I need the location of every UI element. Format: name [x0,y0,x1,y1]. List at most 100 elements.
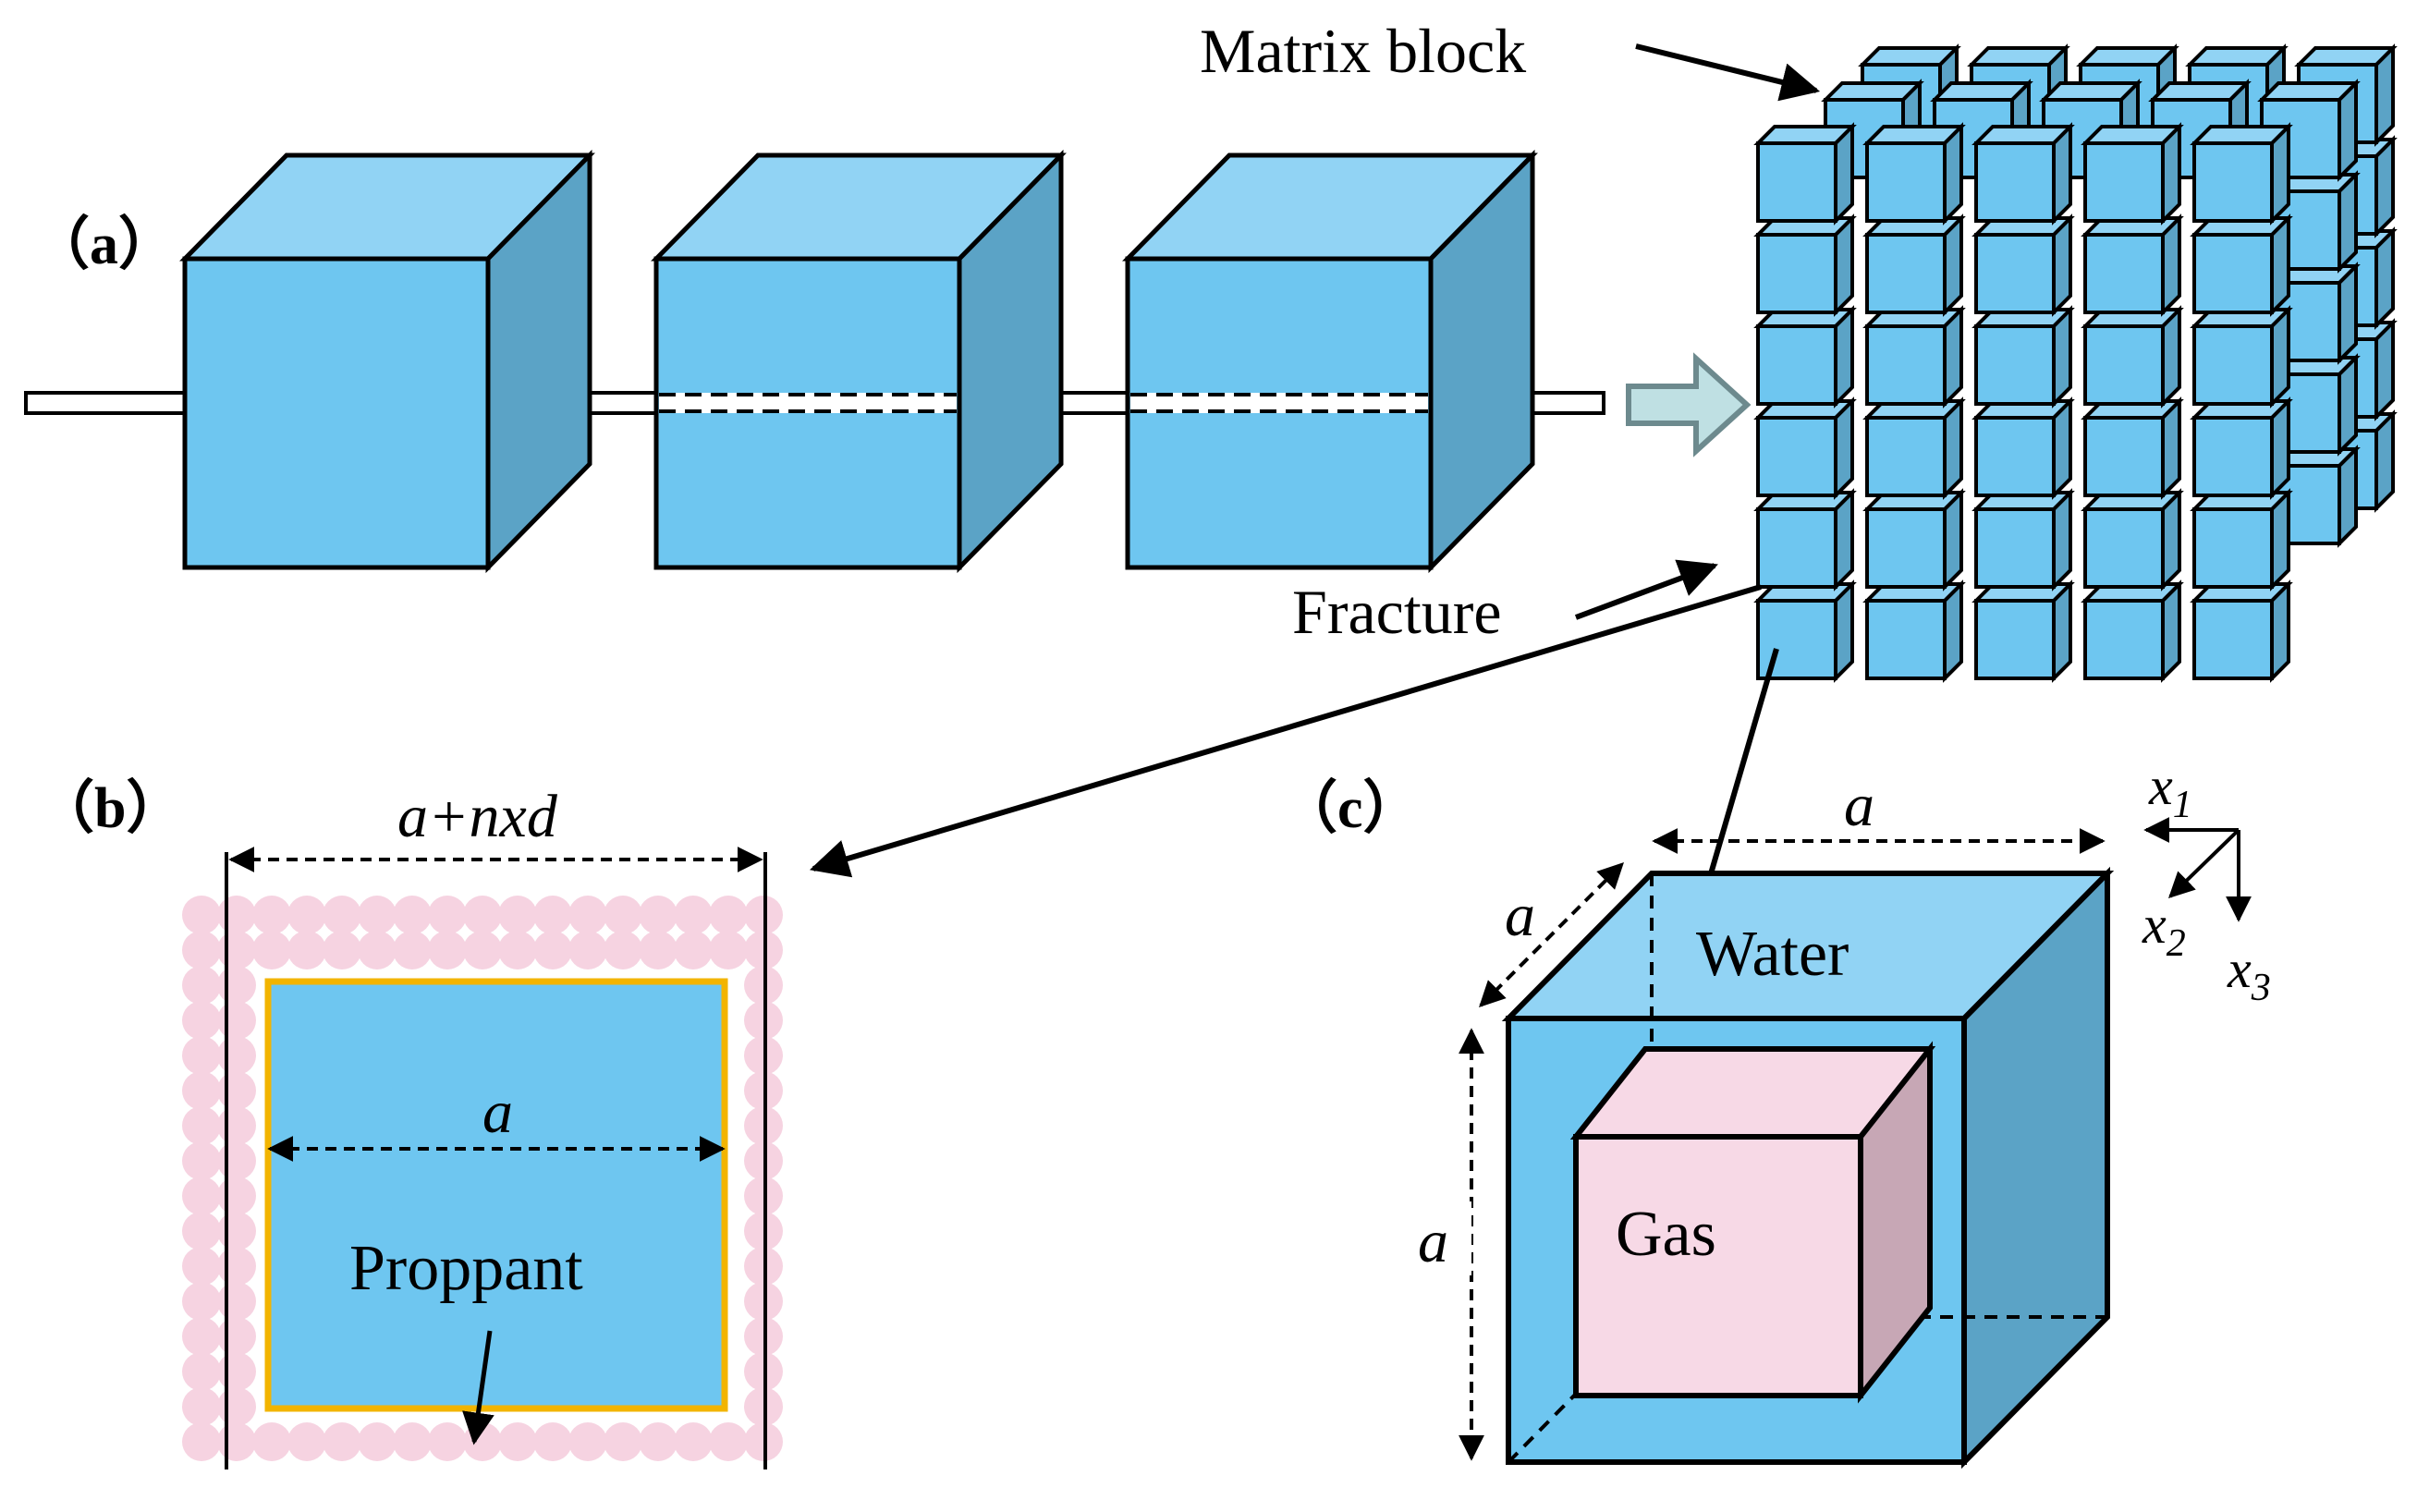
fracture-label: Fracture [1292,577,1502,647]
panel-c-label: （c） [1280,775,1421,840]
matrix-block-arrow [1635,43,1821,102]
proppant-arrow [462,1330,494,1445]
matrix-cube-l2-r2-c4 [2190,305,2293,408]
matrix-cube-l2-r1-c2 [1971,213,2075,317]
proppant-particle [217,1071,256,1110]
proppant-particle [533,931,572,969]
panel-c: （c） Water Gas a a a [1280,756,2271,1469]
proppant-particle [639,931,677,969]
proppant-particle [568,931,607,969]
proppant-particle [323,896,361,934]
proppant-particle [217,1387,256,1426]
gas-label: Gas [1616,1199,1716,1270]
coordinate-axes: x1 x2 x3 [2142,756,2271,1009]
fracture-gap-3 [1130,393,1428,413]
matrix-cube-l2-r0-c1 [1862,122,1966,226]
proppant-particle [182,1317,221,1356]
matrix-cube-l2-r0-c4 [2190,122,2293,226]
proppant-particle [358,896,397,934]
proppant-particle [639,896,677,934]
axis-x2-label: x2 [2142,895,2186,965]
matrix-cube-l2-r5-c1 [1862,579,1966,683]
proppant-label: Proppant [349,1233,583,1304]
matrix-cube-l2-r3-c1 [1862,396,1966,500]
proppant-particle [709,931,748,969]
proppant-particle [428,896,467,934]
proppant-particle [217,896,256,934]
proppant-particle [604,931,642,969]
proppant-particle [568,896,607,934]
matrix-cube-l2-r4-c3 [2081,488,2184,591]
proppant-particle [217,1422,256,1461]
matrix-cube-l2-r2-c2 [1971,305,2075,408]
proppant-particle [323,931,361,969]
matrix-cube-l2-r5-c3 [2081,579,2184,683]
proppant-particle [252,931,291,969]
matrix-cube-l2-r1-c0 [1753,213,1857,317]
proppant-particle [393,1422,432,1461]
proppant-particle [217,1036,256,1075]
proppant-particle [498,931,537,969]
dimension-depth-label: a [1505,882,1535,949]
matrix-cube-l2-r4-c2 [1971,488,2075,591]
matrix-cube-l2-r3-c0 [1753,396,1857,500]
panel-a: （a） [24,16,2398,920]
dimension-top-label: a [1844,772,1874,839]
proppant-particle [252,1422,291,1461]
core-cube-3 [1122,149,1538,574]
matrix-cube-l2-r3-c3 [2081,396,2184,500]
matrix-cube-l2-r3-c4 [2190,396,2293,500]
proppant-particle [674,1422,713,1461]
fracture-cross-section [264,978,728,1412]
proppant-particle [287,931,326,969]
proppant-particle [674,931,713,969]
proppant-particle [463,931,502,969]
fracture-arrow [1574,559,1718,620]
fracture-gap-2 [659,393,957,413]
proppant-particle [428,1422,467,1461]
proppant-particle [182,896,221,934]
proppant-particle [182,1422,221,1461]
proppant-particle [182,1247,221,1286]
proppant-particle [674,896,713,934]
dimension-height-label: a [1418,1208,1448,1275]
matrix-cube-l2-r5-c4 [2190,579,2293,683]
proppant-particle [639,1422,677,1461]
proppant-particle [182,1036,221,1075]
matrix-cube-l2-r4-c4 [2190,488,2293,591]
proppant-particle [533,1422,572,1461]
proppant-particle [182,1177,221,1215]
proppant-particle [393,896,432,934]
proppant-particle [217,931,256,969]
core-cube-2 [651,149,1067,574]
proppant-particle [463,1422,502,1461]
proppant-particle [182,1387,221,1426]
proppant-particle [358,931,397,969]
proppant-particle [217,1212,256,1250]
proppant-particle [604,1422,642,1461]
proppant-particle [498,896,537,934]
proppant-particle [287,896,326,934]
matrix-cube-l2-r3-c2 [1971,396,2075,500]
proppant-particle [182,1141,221,1180]
proppant-particle [533,896,572,934]
proppant-particle [217,1317,256,1356]
dimension-outer-label: a+nxd [397,783,558,850]
proppant-particles [182,896,783,1461]
axis-x2-arrow [2167,828,2240,898]
matrix-cube-l2-r2-c3 [2081,305,2184,408]
proppant-particle [182,1106,221,1145]
arrow-to-panel-b [809,584,1762,878]
proppant-particle [182,1212,221,1250]
matrix-cube-l2-r0-c3 [2081,122,2184,226]
matrix-cube-l2-r1-c1 [1862,213,1966,317]
matrix-cube-l2-r2-c0 [1753,305,1857,408]
matrix-cube-l2-r2-c1 [1862,305,1966,408]
proppant-particle [498,1422,537,1461]
proppant-particle [323,1422,361,1461]
matrix-cube-l2-r4-c1 [1862,488,1966,591]
proppant-particle [252,896,291,934]
proppant-particle [217,1177,256,1215]
proppant-particle [428,931,467,969]
